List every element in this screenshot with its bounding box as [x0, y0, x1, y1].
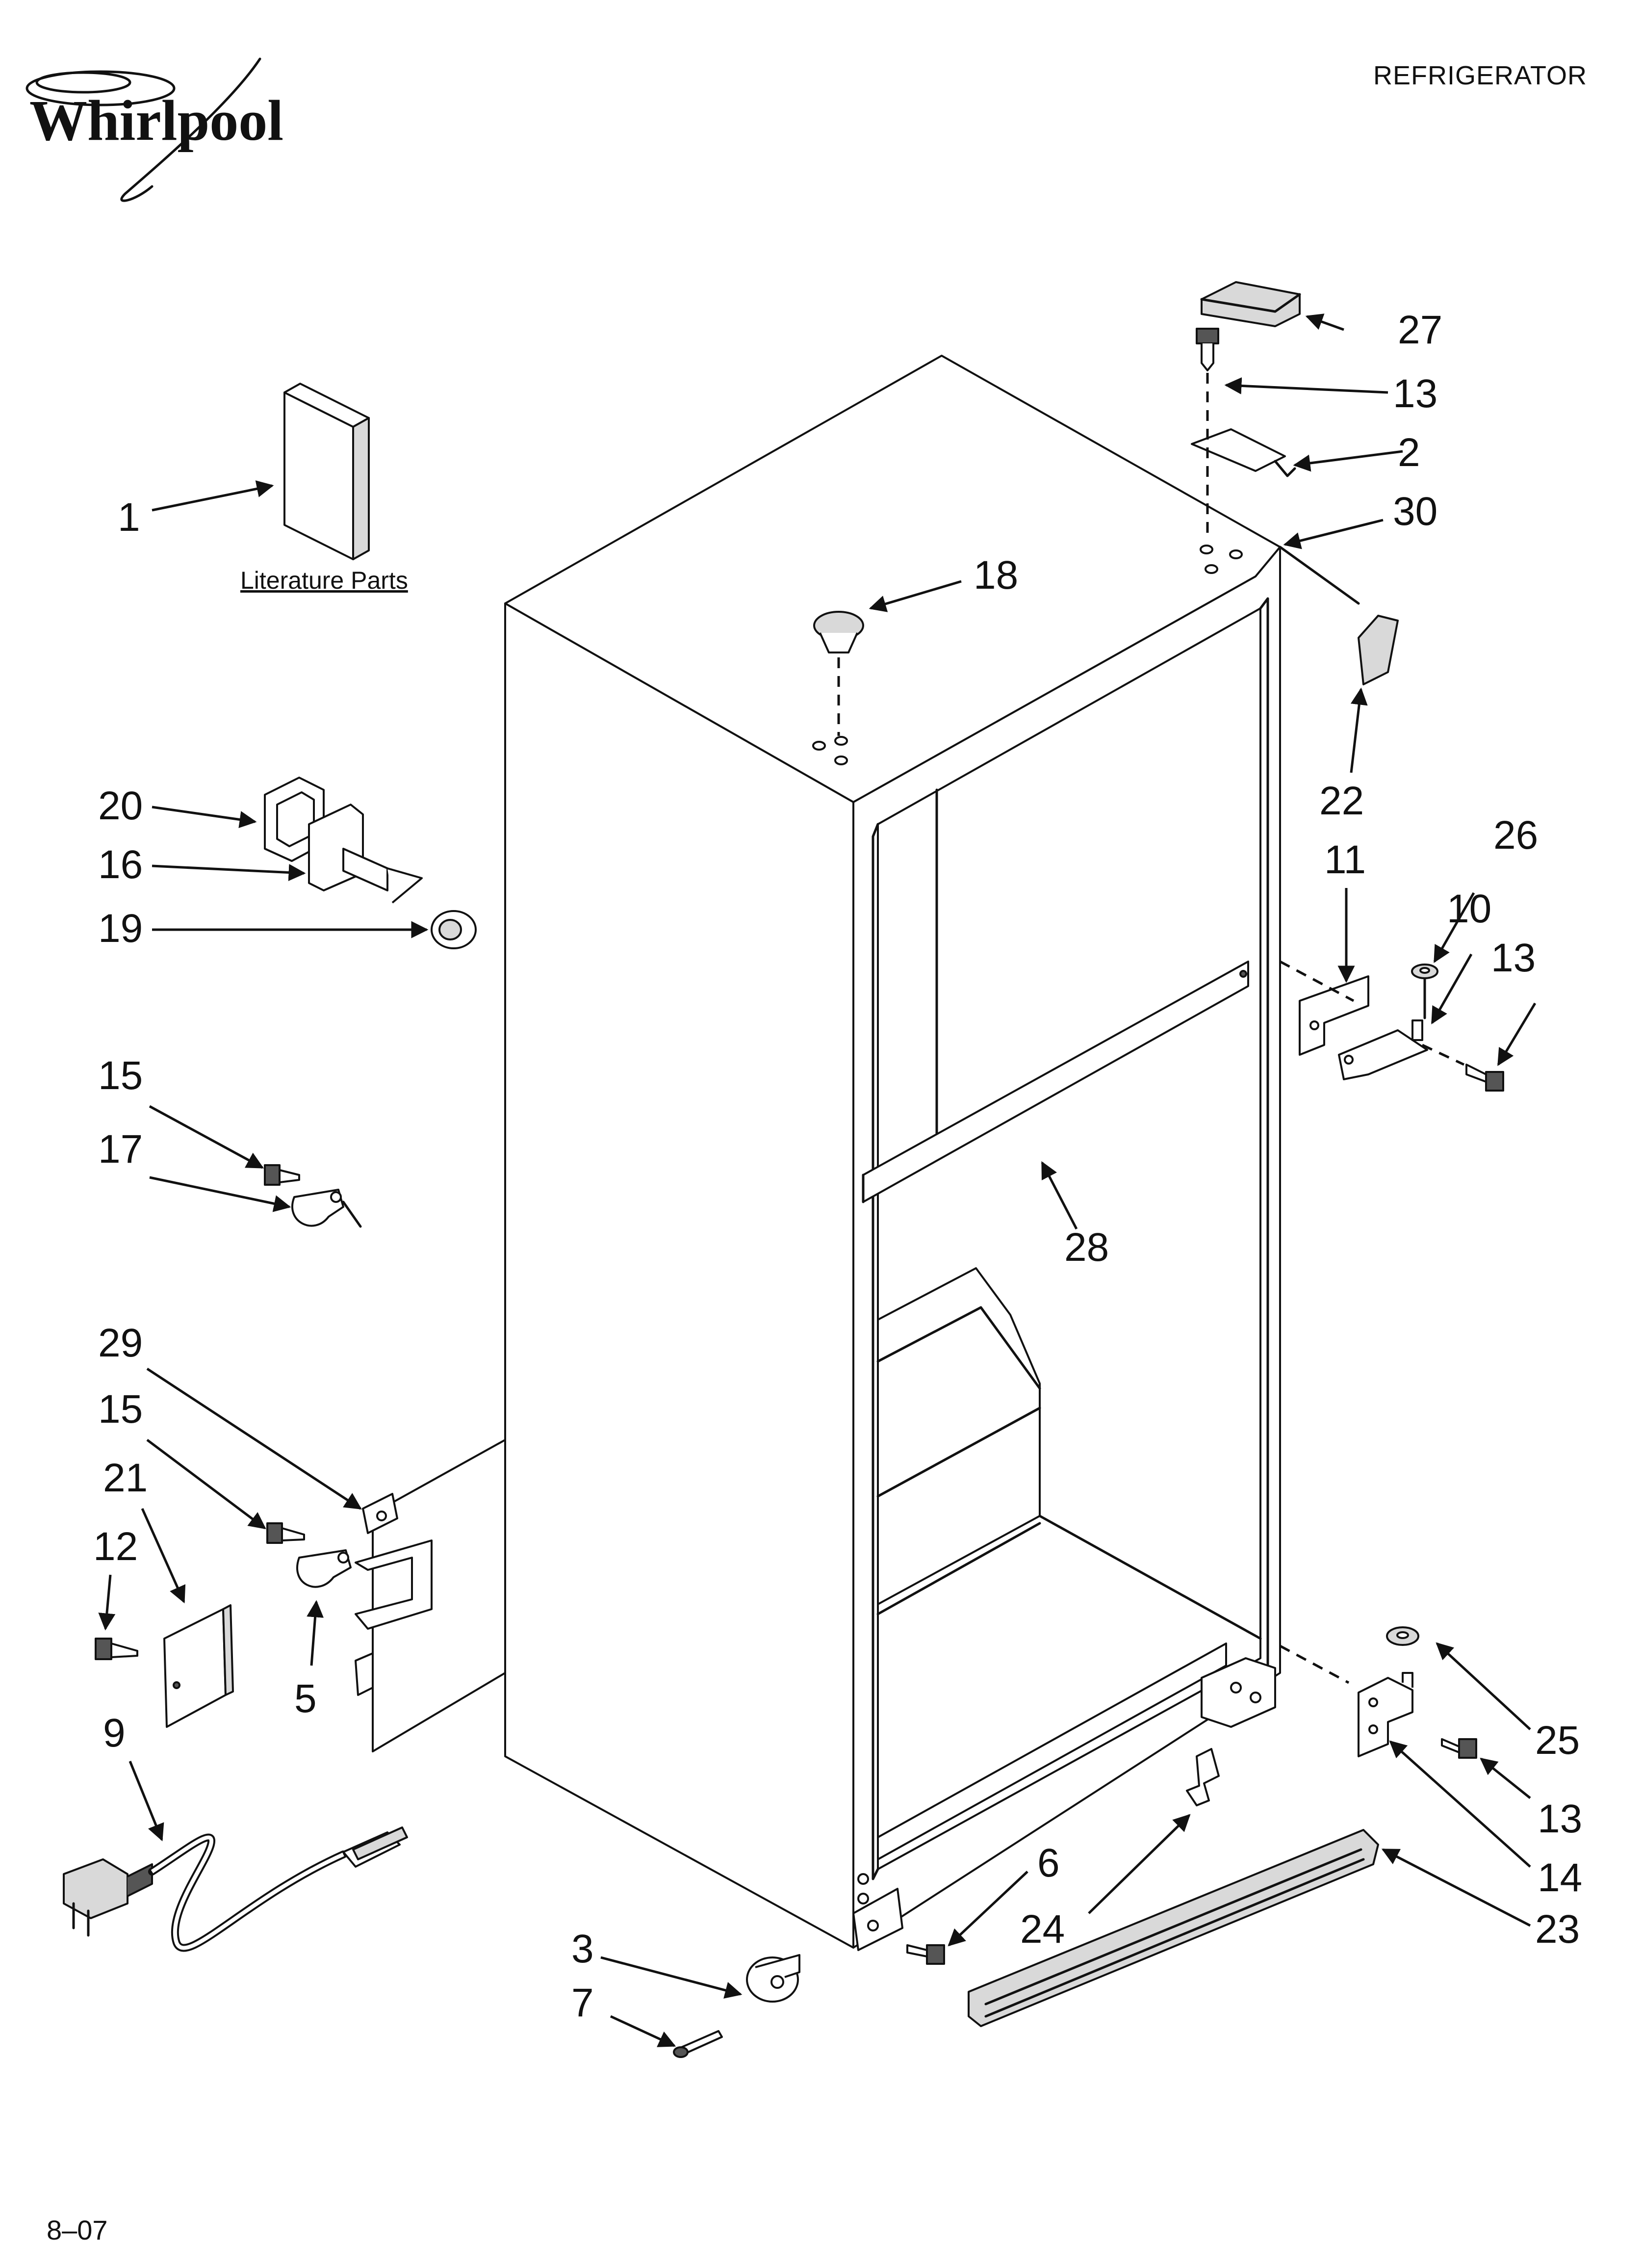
- part-11-center-hinge-icon: [1299, 975, 1428, 1080]
- callout-29: 29: [98, 1321, 143, 1365]
- callout-26: 26: [1493, 813, 1538, 858]
- callout-24: 24: [1020, 1907, 1065, 1952]
- callout-9: 9: [103, 1711, 126, 1755]
- part-29-bracket-icon: [355, 1493, 433, 1696]
- callout-17: 17: [98, 1127, 143, 1172]
- callout-27: 27: [1398, 308, 1442, 352]
- logo-swirl-inner-icon: [35, 71, 131, 94]
- callout-6: 6: [1037, 1841, 1060, 1885]
- part-12-screw-icon: [95, 1638, 138, 1660]
- callout-20: 20: [98, 783, 143, 828]
- literature-parts-label: Literature Parts: [240, 567, 408, 594]
- part-6-screw-icon: [906, 1944, 945, 1965]
- part-1-literature-icon: [283, 383, 370, 560]
- whirlpool-logo: Whirlpool: [26, 57, 283, 202]
- callout-25: 25: [1535, 1718, 1580, 1763]
- callout-14: 14: [1538, 1855, 1582, 1900]
- callout-18: 18: [974, 553, 1018, 598]
- part-22-cover-icon: [1358, 615, 1399, 685]
- part-23-grille-icon: [968, 1829, 1379, 2027]
- part-13-screw-lower-icon: [1441, 1738, 1477, 1759]
- logo-tail-icon: [120, 57, 261, 202]
- callout-15-lower: 15: [98, 1387, 143, 1432]
- callout-7: 7: [571, 1981, 594, 2025]
- callout-30: 30: [1393, 489, 1437, 534]
- part-7-pin-icon: [673, 2030, 723, 2058]
- callout-3: 3: [571, 1927, 594, 1971]
- part-9-power-cord-icon: [63, 1826, 408, 1952]
- callout-22: 22: [1319, 779, 1364, 823]
- part-24-clip-icon: [1186, 1748, 1220, 1806]
- callout-28: 28: [1064, 1225, 1109, 1270]
- part-2-top-hinge-icon: [1191, 428, 1286, 472]
- logo-swirl-icon: [26, 70, 176, 106]
- callout-23: 23: [1535, 1907, 1580, 1952]
- callout-13-lower: 13: [1538, 1797, 1582, 1841]
- part-15-screw-upper-icon: [264, 1164, 300, 1186]
- part-21-cover-icon: [163, 1608, 227, 1728]
- callout-numbers: 1 2 3 5 6 7 9 10 11 12 13 13 13 14 15 15…: [93, 308, 1582, 2025]
- callout-1: 1: [118, 495, 140, 540]
- part-13-screw-icon: [1196, 328, 1219, 371]
- part-13-screw-middle-icon: [1465, 1064, 1504, 1092]
- leader-lines: [98, 313, 1537, 2047]
- part-17-clamp-icon: [291, 1189, 344, 1227]
- callout-12: 12: [93, 1524, 138, 1569]
- callout-13-top: 13: [1393, 371, 1437, 416]
- callout-13-middle: 13: [1491, 936, 1536, 980]
- part-14-bottom-hinge-icon: [1358, 1672, 1413, 1757]
- callout-19: 19: [98, 906, 143, 951]
- part-3-roller-icon: [746, 1954, 800, 2003]
- brand-logo-text: Whirlpool: [29, 88, 283, 153]
- callout-5: 5: [294, 1676, 317, 1721]
- callout-15-upper: 15: [98, 1053, 143, 1098]
- part-18-plug-icon: [813, 611, 864, 653]
- cabinet: [372, 355, 1281, 1949]
- part-19-bushing-icon: [431, 910, 477, 949]
- cabinet-hinge-mount-icon: [1201, 1657, 1276, 1728]
- date-code: 8–07: [47, 2215, 108, 2245]
- part-27-hinge-cover-icon: [1201, 281, 1301, 327]
- part-5-clamp-icon: [296, 1549, 352, 1588]
- callout-11: 11: [1324, 837, 1366, 882]
- page-title: REFRIGERATOR: [1373, 61, 1587, 90]
- cabinet-left-side: [504, 602, 854, 1949]
- callout-21: 21: [103, 1456, 148, 1500]
- part-15-screw-lower-icon: [266, 1522, 305, 1544]
- callout-16: 16: [98, 842, 143, 887]
- back-panel-flange: [372, 1439, 506, 1752]
- part-16-shaft-icon: [308, 804, 423, 904]
- callout-10: 10: [1447, 886, 1491, 931]
- callout-2: 2: [1398, 430, 1420, 475]
